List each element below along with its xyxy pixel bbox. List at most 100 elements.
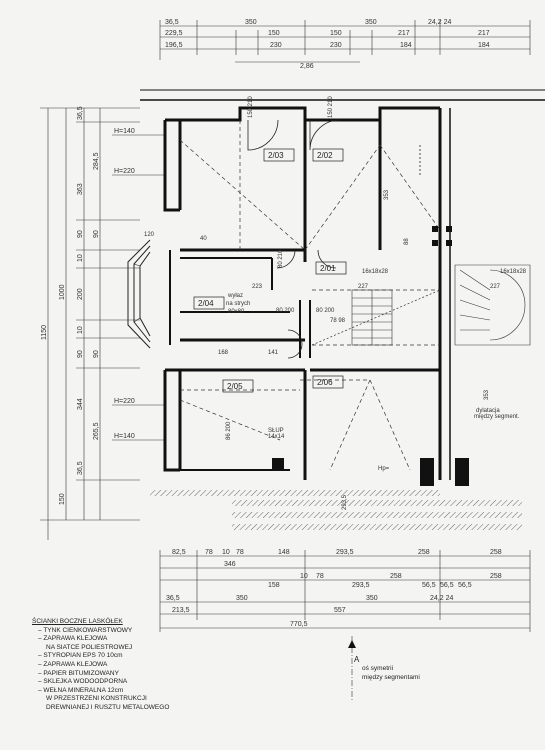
val-80-200a: 80 200	[276, 308, 295, 314]
legend-layers: ŚCIANKI BOCZNE LASKÓŁEK TYNK CIENKOWARST…	[32, 618, 172, 713]
val-168: 168	[218, 350, 229, 356]
dim-top-3e: 184	[478, 42, 490, 49]
dim-b4b: 557	[334, 607, 346, 614]
legend-item: ZAPRAWA KLEJOWA	[32, 635, 172, 644]
val-223: 223	[252, 284, 263, 290]
dim-left-i5: 10	[77, 254, 84, 262]
dim-top-3a: 196,5	[165, 42, 183, 49]
dim-left-i11: 265,5	[93, 422, 100, 440]
dim-left-middle: 1000	[59, 284, 66, 300]
dim-b2h: 56,5	[440, 582, 454, 589]
dim-b3c: 350	[366, 595, 378, 602]
dim-top-4a: 2,86	[300, 63, 314, 70]
legend-item: DREWNIANEJ I RUSZTU METALOWEGO	[46, 703, 170, 711]
legend-item: TYNK CIENKOWARSTWOWY	[32, 627, 172, 636]
dim-left-i1: 363	[77, 183, 84, 195]
left-dimension-lines	[40, 107, 165, 540]
dim-b2j: 258	[490, 573, 502, 580]
dim-b2f: 258	[390, 573, 402, 580]
hatched-elements	[150, 226, 522, 530]
legend-item: SKLEJKA WODOODPORNA	[32, 678, 172, 687]
walls	[140, 89, 545, 480]
level-2: H=220	[114, 168, 135, 175]
val-353a: 353	[384, 189, 390, 200]
dim-b2g: 56,5	[422, 582, 436, 589]
dim-left-i9: 90	[93, 350, 100, 358]
dim-b5a: 770,5	[290, 621, 308, 628]
dim-b3a: 36,5	[166, 595, 180, 602]
note-stair-right: 16x18x28	[500, 269, 527, 275]
axis-note-line2: między segmentami	[362, 674, 420, 681]
legend-item: ZAPRAWA KLEJOWA	[32, 661, 172, 670]
note-wyloz: wyłaz	[227, 293, 243, 299]
stairs-right	[454, 264, 531, 346]
axis-note-line1: oś symetrii	[362, 665, 394, 672]
room-labels: 2/03 2/02 2/01 2/04 2/05 2/06	[193, 148, 347, 393]
dim-b2d: 78	[316, 573, 324, 580]
note-dylatacja: dylatacja	[476, 408, 500, 414]
dim-top-2a: 229,5	[165, 30, 183, 37]
legend-item: STYROPIAN EPS 70 10cm	[32, 652, 172, 661]
dim-left-i4: 90	[93, 230, 100, 238]
dim-top-3d: 184	[400, 42, 412, 49]
left-dimension-labels: 1150 1000 36,5 363 284,5 90 90 10 200 10…	[41, 106, 135, 505]
dim-top-2e: 217	[478, 30, 490, 37]
top-dimension-labels: 36,5 350 350 24,2 24 229,5 150 150 217 2…	[165, 19, 490, 70]
axis-marker-label: A	[354, 655, 360, 664]
dim-left-i3: 90	[77, 230, 84, 238]
note-stair-left: 16x18x28	[362, 269, 389, 275]
note-slup-size: 14x14	[268, 434, 285, 440]
bottom-dimension-labels: 82,5 78 10 78 148 293,5 258 258 346 158 …	[166, 549, 502, 628]
dim-top-1a: 36,5	[165, 19, 179, 26]
room-2-06: 2/06	[317, 378, 333, 387]
dim-top-2d: 217	[398, 30, 410, 37]
val-293-5: 293,5	[342, 494, 348, 510]
dim-b1h: 258	[490, 549, 502, 556]
dim-b1c: 10	[222, 549, 230, 556]
dim-b3b: 350	[236, 595, 248, 602]
legend-item: NA SIATCE POLIESTROWEJ	[46, 643, 133, 651]
level-3: H=220	[114, 398, 135, 405]
dim-b1e: 148	[278, 549, 290, 556]
dormer-bay	[127, 239, 151, 349]
dim-b3d: 24,2 24	[430, 595, 453, 602]
dim-b1b: 78	[205, 549, 213, 556]
val-80-200b: 80 200	[316, 308, 335, 314]
door-swings	[247, 119, 421, 359]
val-353b: 353	[484, 389, 490, 400]
room-2-04: 2/04	[198, 299, 214, 308]
dim-b1d: 78	[236, 549, 244, 556]
val-227a: 227	[358, 284, 369, 290]
dim-left-i7: 10	[77, 326, 84, 334]
dim-top-3b: 230	[270, 42, 282, 49]
dim-b2b: 158	[268, 582, 280, 589]
symmetry-axis-note: oś symetrii między segmentami	[362, 664, 420, 682]
dim-top-2c: 150	[330, 30, 342, 37]
note-na-strych: na strych	[226, 301, 250, 307]
dim-left-i2: 284,5	[93, 152, 100, 170]
dim-b2c: 10	[300, 573, 308, 580]
axis-marker: A	[348, 640, 360, 664]
bottom-dimension-lines	[159, 550, 531, 700]
val-227b: 227	[490, 284, 501, 290]
val-86-200: 86 200	[226, 421, 232, 440]
dim-b2i: 56,5	[458, 582, 472, 589]
room-2-03: 2/03	[268, 151, 284, 160]
dim-left-i10: 344	[77, 398, 84, 410]
roof-slope-lines	[179, 120, 441, 471]
dim-top-1d: 24,2 24	[428, 19, 451, 26]
note-wyloz-size: 80x80	[228, 309, 245, 315]
dim-left-i8: 90	[77, 350, 84, 358]
val-150-210a: 150 210	[248, 96, 254, 118]
legend-title: ŚCIANKI BOCZNE LASKÓŁEK	[32, 618, 123, 625]
note-miedzy-segm: między segment.	[474, 414, 520, 420]
level-1: H=140	[114, 128, 135, 135]
val-40: 40	[200, 236, 207, 242]
dim-b1a: 82,5	[172, 549, 186, 556]
val-88: 88	[404, 238, 410, 245]
dim-top-2b: 150	[268, 30, 280, 37]
val-78-98: 78 98	[330, 318, 346, 324]
room-2-05: 2/05	[227, 382, 243, 391]
dim-left-outer: 1150	[41, 325, 48, 340]
